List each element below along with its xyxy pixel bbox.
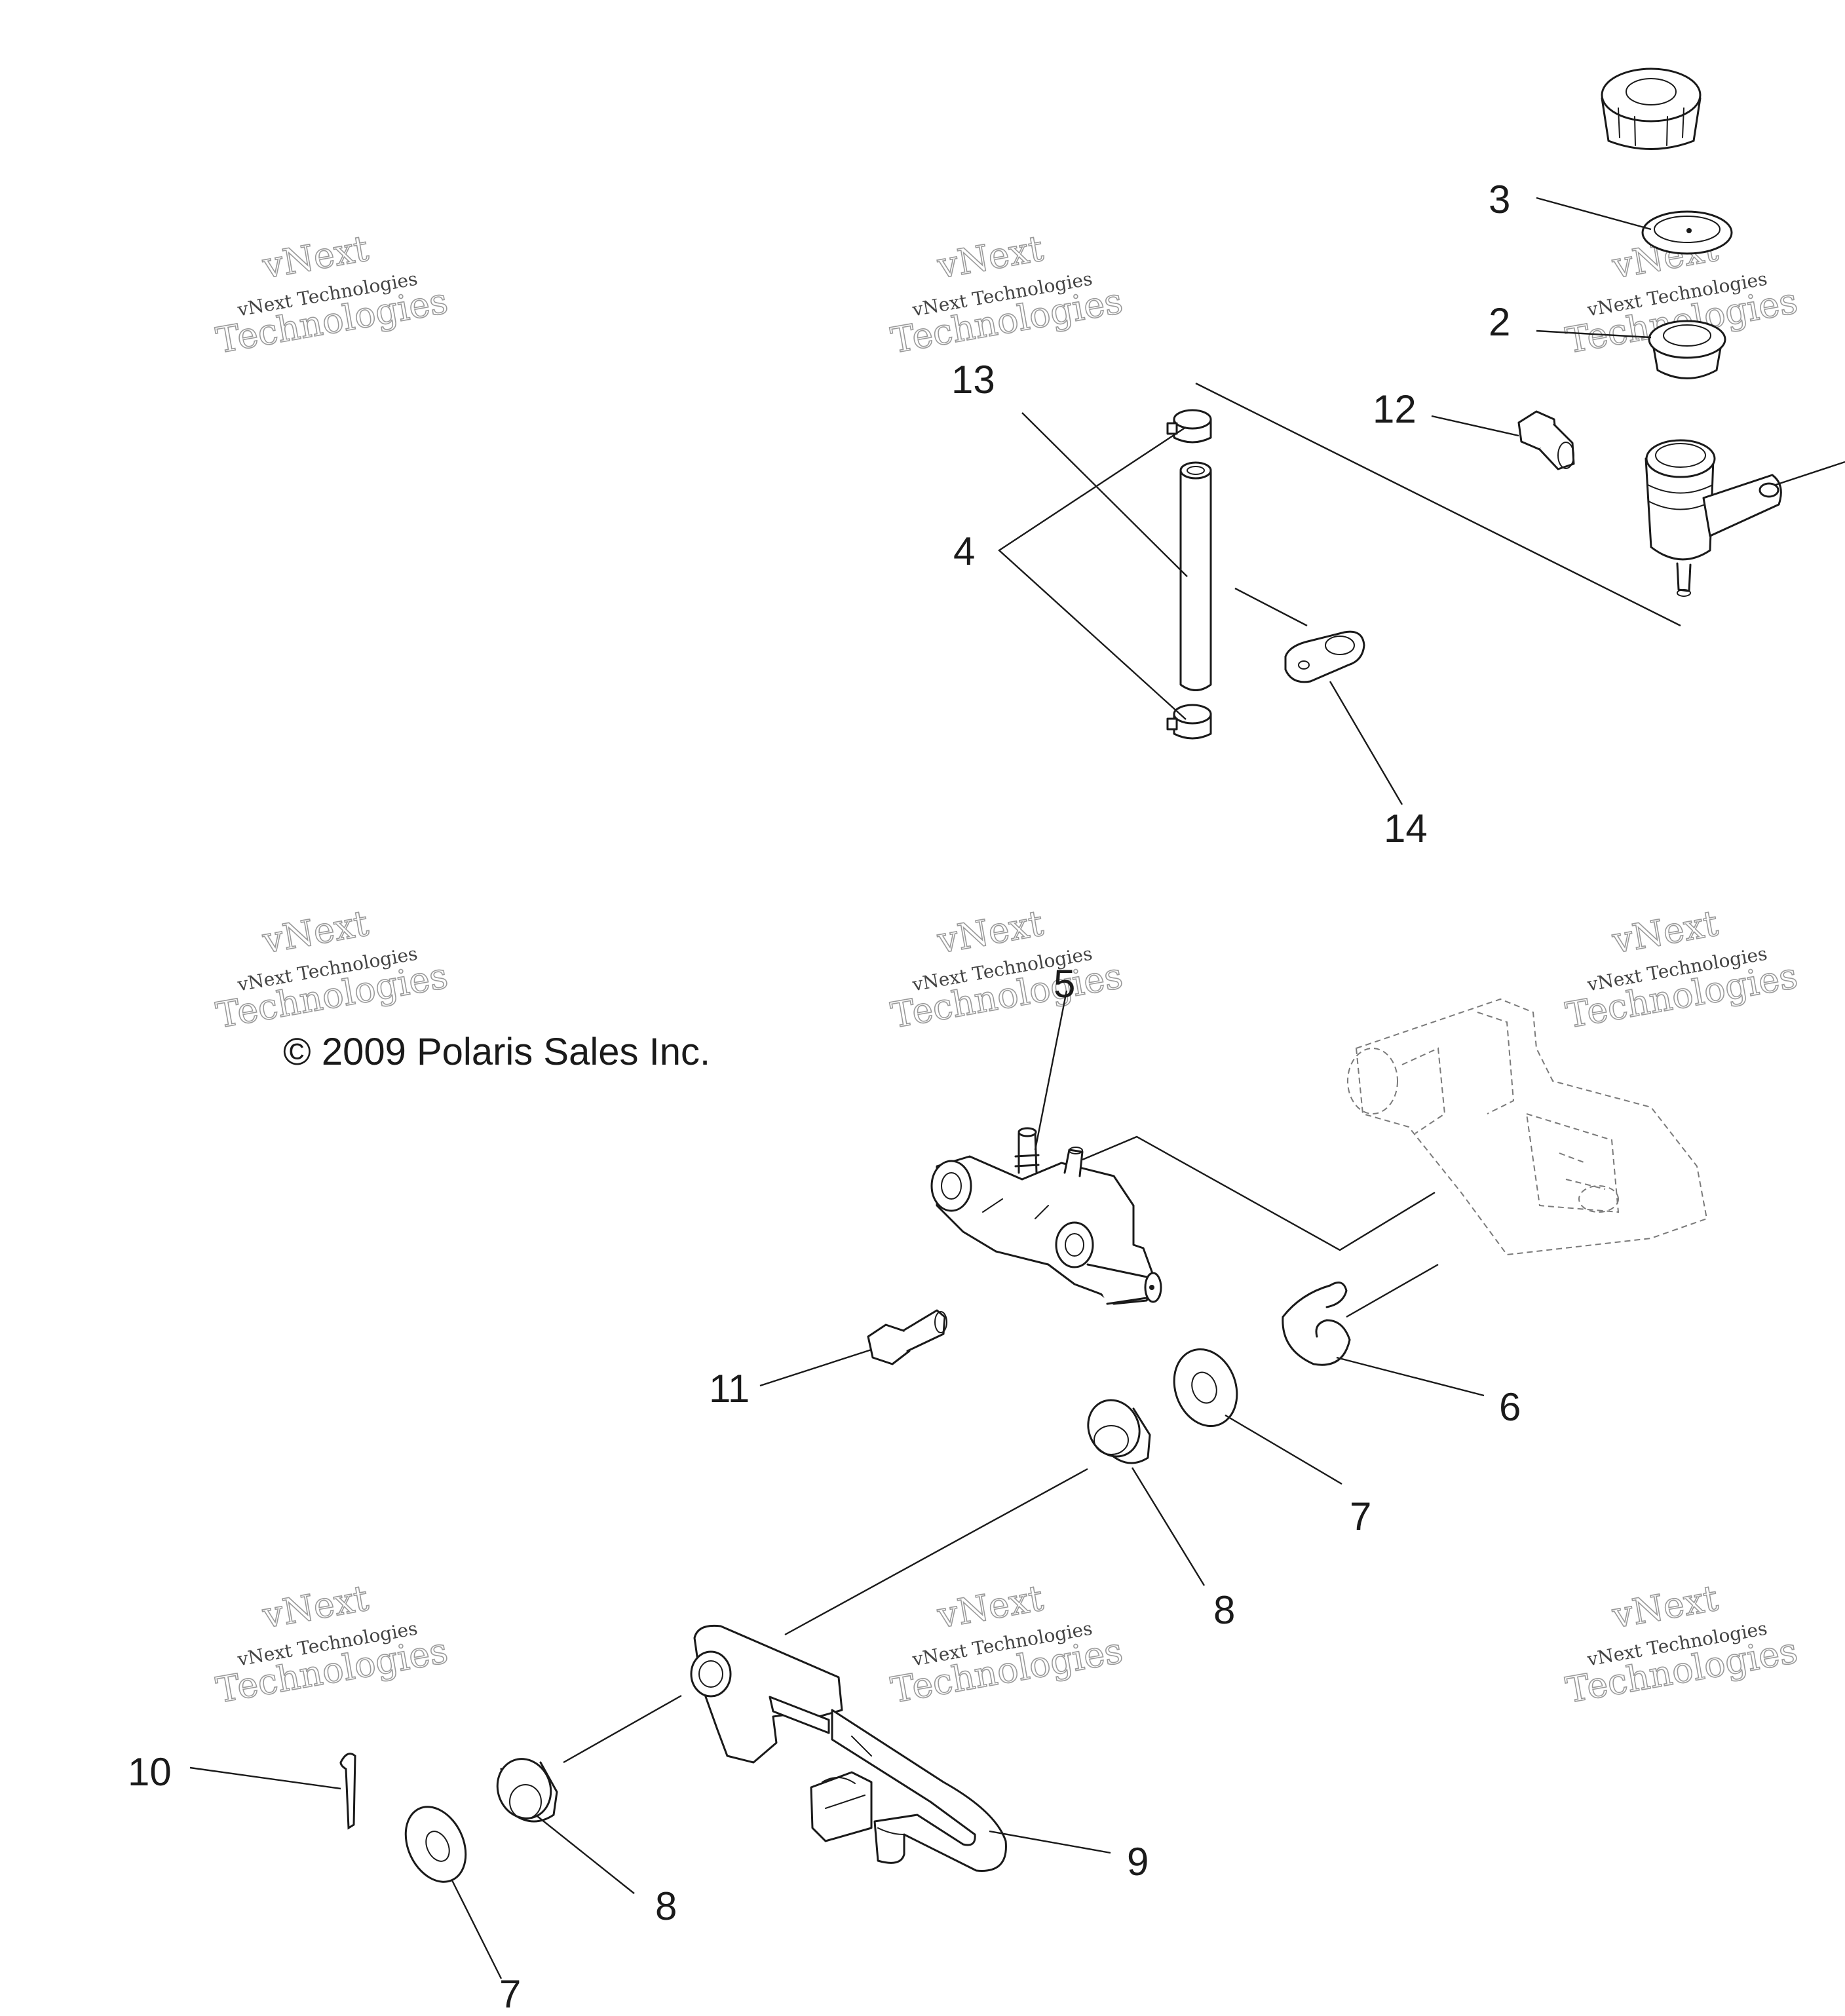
bushing-upper-part	[1087, 1399, 1151, 1464]
callout-7a: 7	[1350, 1494, 1371, 1538]
assembly-line-pedal	[784, 1468, 1088, 1636]
diaphragm-part	[1648, 320, 1726, 379]
leader-4	[998, 426, 1187, 720]
watermark-mid-center: vNext vNext Technologies Technologies	[887, 902, 1126, 1037]
callout-7b: 7	[499, 1972, 521, 2013]
reservoir-body-part	[1645, 439, 1782, 597]
callout-10: 10	[128, 1750, 172, 1794]
leader-3	[1536, 197, 1652, 231]
assembly-line-cylinder	[1082, 1135, 1436, 1251]
brake-pedal-part	[690, 1624, 1007, 1872]
leader-8b	[537, 1816, 635, 1894]
callout-5: 5	[1054, 962, 1075, 1006]
assembly-line-pedal-bushing	[563, 1694, 682, 1764]
leader-10	[189, 1766, 341, 1790]
leader-6	[1336, 1356, 1485, 1397]
leader-7b	[451, 1880, 503, 1979]
callout-14: 14	[1384, 807, 1428, 850]
hose-clamp-upper-part	[1166, 409, 1212, 444]
bushing-lower-part	[496, 1758, 558, 1823]
assembly-line-upper	[1195, 382, 1681, 627]
cotter-pin-part	[339, 1753, 356, 1830]
hose-part	[1179, 461, 1212, 691]
watermark-top-left: vNext vNext Technologies Technologies	[212, 227, 451, 362]
reservoir-bolt-part	[1517, 410, 1575, 470]
master-cylinder-part	[930, 1127, 1162, 1305]
watermark-bottom-center: vNext vNext Technologies Technologies	[887, 1576, 1126, 1711]
watermark-top-center: vNext vNext Technologies Technologies	[887, 227, 1126, 362]
frame-outline-phantom	[1347, 998, 1708, 1256]
callout-3: 3	[1489, 178, 1510, 221]
callout-8b: 8	[655, 1884, 677, 1928]
watermark-mid-right: vNext vNext Technologies Technologies	[1562, 902, 1801, 1037]
watermark-bottom-right: vNext vNext Technologies Technologies	[1562, 1576, 1801, 1711]
callout-6: 6	[1499, 1385, 1521, 1429]
leader-7a	[1225, 1414, 1342, 1485]
leader-11	[759, 1348, 872, 1387]
leader-9	[989, 1830, 1111, 1854]
leader-12	[1431, 415, 1519, 437]
hose-clip-part	[1284, 630, 1365, 683]
leader-8a	[1131, 1467, 1206, 1586]
watermark-mid-left: vNext vNext Technologies Technologies	[212, 902, 451, 1037]
watermark-bottom-left: vNext vNext Technologies Technologies	[212, 1576, 451, 1711]
reservoir-cap-part	[1601, 67, 1702, 150]
cylinder-bolt-part	[867, 1309, 947, 1365]
leader-14	[1329, 681, 1403, 805]
callout-8a: 8	[1213, 1588, 1235, 1632]
leader-2	[1536, 330, 1652, 339]
washer-upper-part	[1173, 1348, 1238, 1428]
callout-4: 4	[953, 529, 975, 573]
plate-dot	[1686, 228, 1692, 233]
callout-12: 12	[1373, 387, 1417, 431]
leader-5	[1034, 990, 1068, 1151]
washer-lower-part	[404, 1806, 467, 1883]
callout-13: 13	[951, 358, 995, 402]
hose-clamp-lower-part	[1166, 704, 1212, 740]
pushrod-dot	[1149, 1285, 1154, 1290]
assembly-line-clip	[1234, 587, 1308, 627]
return-spring-part	[1282, 1282, 1351, 1366]
copyright-notice: © 2009 Polaris Sales Inc.	[283, 1031, 710, 1073]
callout-11: 11	[709, 1367, 750, 1411]
assembly-line-spring	[1346, 1263, 1439, 1318]
leader-1	[1775, 461, 1845, 486]
callout-9: 9	[1127, 1840, 1149, 1884]
diaphragm-plate-part	[1641, 210, 1733, 255]
leader-13	[1021, 412, 1188, 577]
callout-2: 2	[1489, 300, 1510, 344]
